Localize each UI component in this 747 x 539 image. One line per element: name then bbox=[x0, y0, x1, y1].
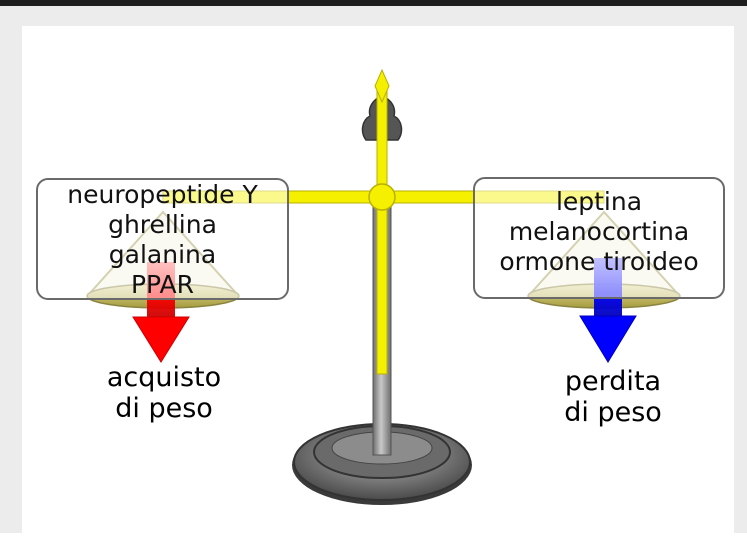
weight-loss-label: perdita di peso bbox=[564, 366, 662, 428]
left-factor-item: neuropeptide Y bbox=[67, 180, 258, 209]
left-factor-item: PPAR bbox=[130, 270, 195, 299]
right-factors-list: leptina melanocortina ormone tiroideo bbox=[473, 187, 725, 277]
left-factors-list: neuropeptide Y ghrellina galanina PPAR bbox=[36, 180, 289, 300]
top-border bbox=[0, 0, 747, 6]
left-factor-item: galanina bbox=[108, 240, 217, 269]
right-factor-item: ormone tiroideo bbox=[499, 247, 699, 276]
left-factor-item: ghrellina bbox=[108, 210, 217, 239]
left-factors-box bbox=[36, 178, 289, 300]
right-factor-item: leptina bbox=[555, 187, 643, 216]
right-factors-box bbox=[473, 177, 725, 299]
weight-gain-label: acquisto di peso bbox=[106, 362, 222, 424]
right-factor-item: melanocortina bbox=[508, 217, 690, 246]
